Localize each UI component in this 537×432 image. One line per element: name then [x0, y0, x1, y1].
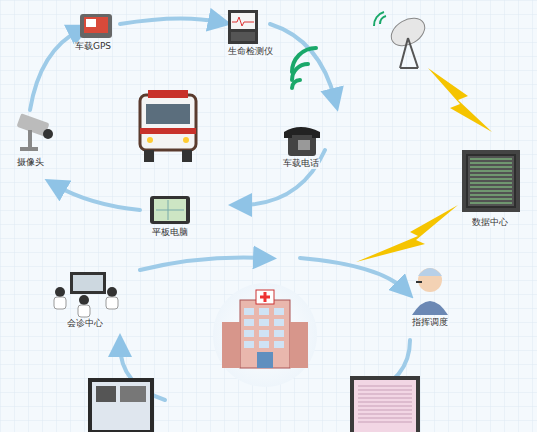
part-label: 生命检测仪 [227, 47, 274, 57]
part-label: 指挥调度 [411, 318, 449, 328]
part-label: 数据中心 [471, 218, 509, 228]
gps-icon [80, 14, 112, 38]
part-label: 车载GPS [74, 42, 112, 52]
part-label: 车载电话 [282, 159, 320, 169]
part-label: 会诊中心 [66, 319, 104, 329]
part-label: 平板电脑 [151, 228, 189, 238]
part-label: 摄像头 [16, 158, 45, 168]
